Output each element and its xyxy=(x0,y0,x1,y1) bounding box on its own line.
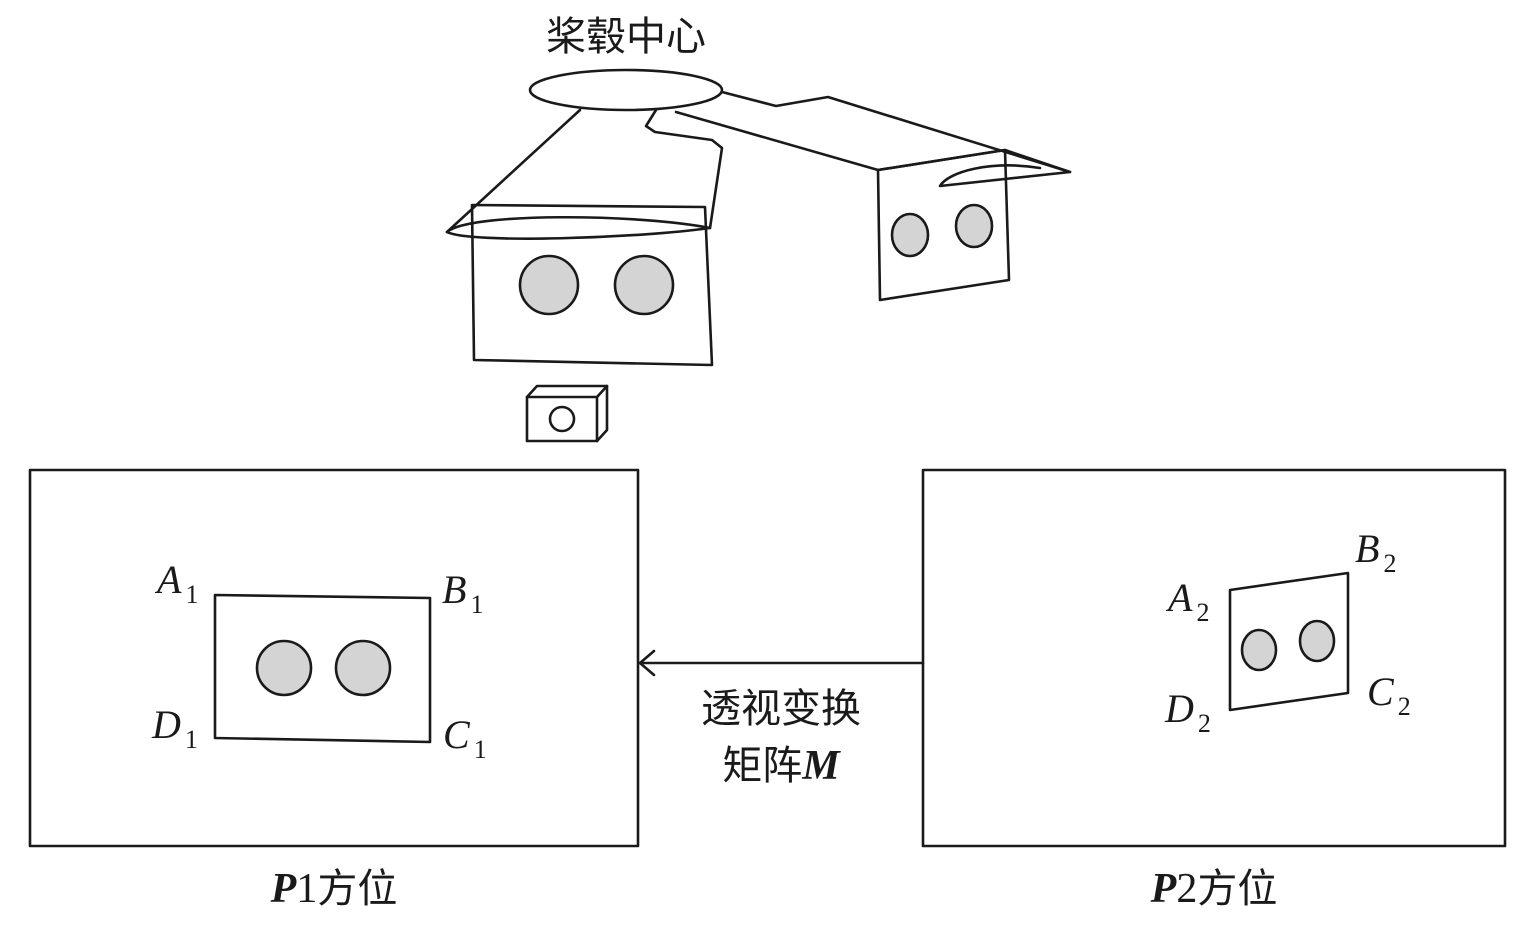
transform-arrow: 透视变换 矩阵M xyxy=(638,649,925,789)
propeller-illustration: 桨毂中心 xyxy=(445,14,1072,443)
transform-label-line2: 矩阵M xyxy=(722,743,841,789)
panel-p2-frame xyxy=(921,468,1507,848)
left-blade-panel xyxy=(470,203,714,367)
hub-ellipse xyxy=(528,68,724,112)
hub-label: 桨毂中心 xyxy=(546,14,706,60)
p1-hole-1 xyxy=(255,639,313,697)
transform-label-line1: 透视变换 xyxy=(701,686,861,732)
left-blade-hole-1 xyxy=(518,254,580,316)
p1-hole-2 xyxy=(334,639,392,697)
p1-caption: P1方位 xyxy=(270,866,398,912)
p2-caption: P2方位 xyxy=(1150,866,1278,912)
left-blade-root-edge xyxy=(644,108,724,230)
p2-hole-2 xyxy=(1298,619,1336,663)
panel-p1-frame xyxy=(28,468,640,848)
right-blade-hole-2 xyxy=(954,203,994,249)
left-blade-airfoil xyxy=(445,215,712,240)
arrow-head xyxy=(638,649,656,677)
right-blade xyxy=(674,90,1072,302)
p2-blade-quad xyxy=(1228,571,1350,712)
right-blade-panel xyxy=(876,148,1011,302)
left-blade-hole-2 xyxy=(613,254,675,316)
p1-blade-quad xyxy=(213,593,432,744)
left-blade-upper-edge xyxy=(445,108,582,234)
right-blade-hole-1 xyxy=(890,212,930,258)
left-blade xyxy=(445,108,724,367)
camera-icon xyxy=(525,384,609,443)
p2-hole-1 xyxy=(1240,628,1278,672)
right-blade-airfoil xyxy=(876,148,1072,188)
right-blade-lower-edge xyxy=(674,110,880,172)
right-blade-upper-edge xyxy=(720,90,1072,174)
